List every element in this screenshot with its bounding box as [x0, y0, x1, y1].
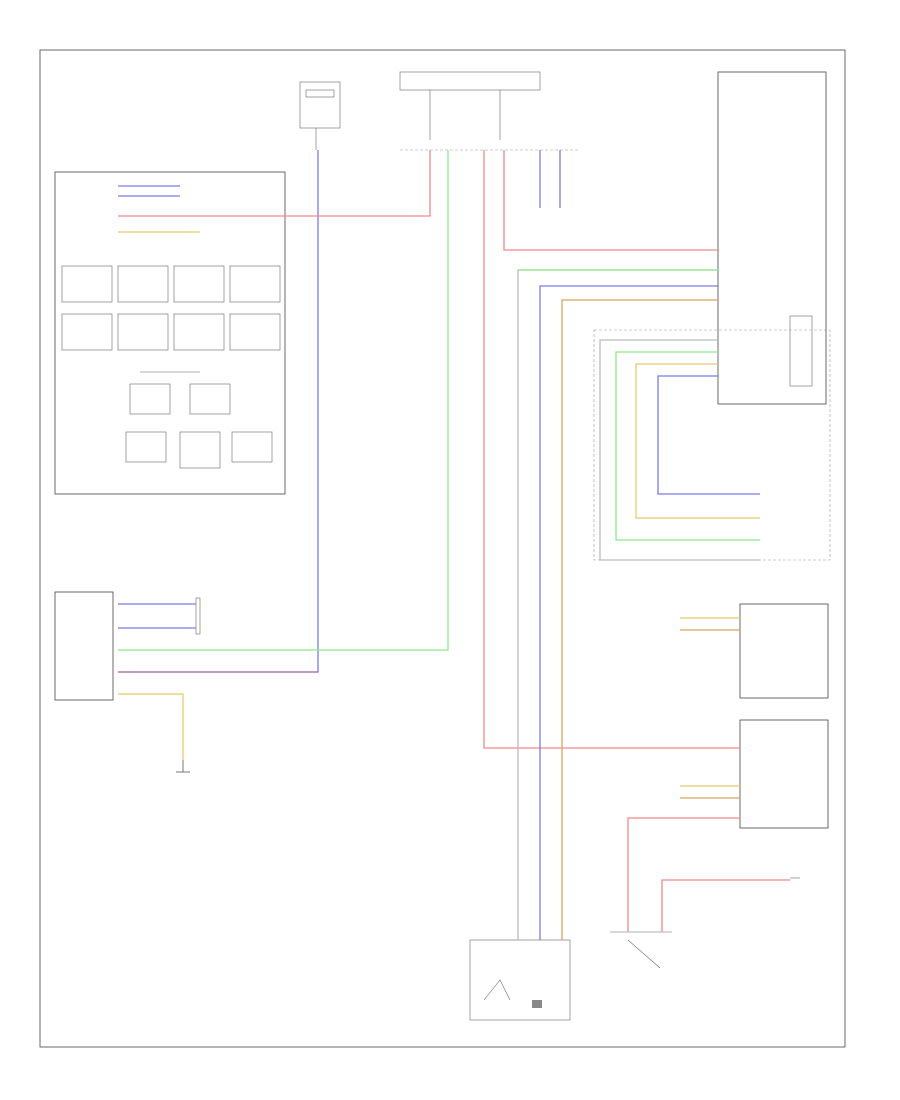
neutral-switch — [610, 931, 672, 969]
instrument-cluster — [739, 603, 829, 829]
top-fuse-block-center — [399, 71, 580, 151]
diagram-frame — [39, 49, 846, 1048]
front-sam-right-connector — [195, 597, 201, 635]
wire-red-right — [503, 150, 718, 251]
wire-blue-harness — [539, 285, 718, 940]
wire-green-shift — [615, 351, 760, 541]
wire-red-tcu — [118, 150, 431, 217]
top-fuse-block-left — [299, 81, 341, 150]
shift-gate-module — [593, 329, 831, 561]
wire-gray-shift — [599, 339, 760, 561]
wire-red-neutral — [627, 817, 740, 932]
wire-green-sam — [118, 150, 449, 651]
wire-yellow-ground — [118, 693, 184, 760]
tcu-sensor-grid — [61, 265, 281, 469]
transmission-control-unit — [54, 171, 286, 495]
wire-blue-left — [118, 150, 319, 673]
wire-blue-shift — [657, 375, 760, 495]
wire-red-ignition — [661, 879, 790, 932]
right-side-connector — [717, 71, 827, 405]
wire-red-cluster — [483, 150, 740, 749]
wire-yellow-shift — [635, 363, 760, 519]
wire-orange-harness — [561, 299, 718, 940]
ground-point — [176, 760, 190, 773]
wire-gray-harness — [517, 269, 718, 940]
front-sam-module — [54, 591, 114, 701]
auto-transmission-harness — [469, 939, 571, 1021]
